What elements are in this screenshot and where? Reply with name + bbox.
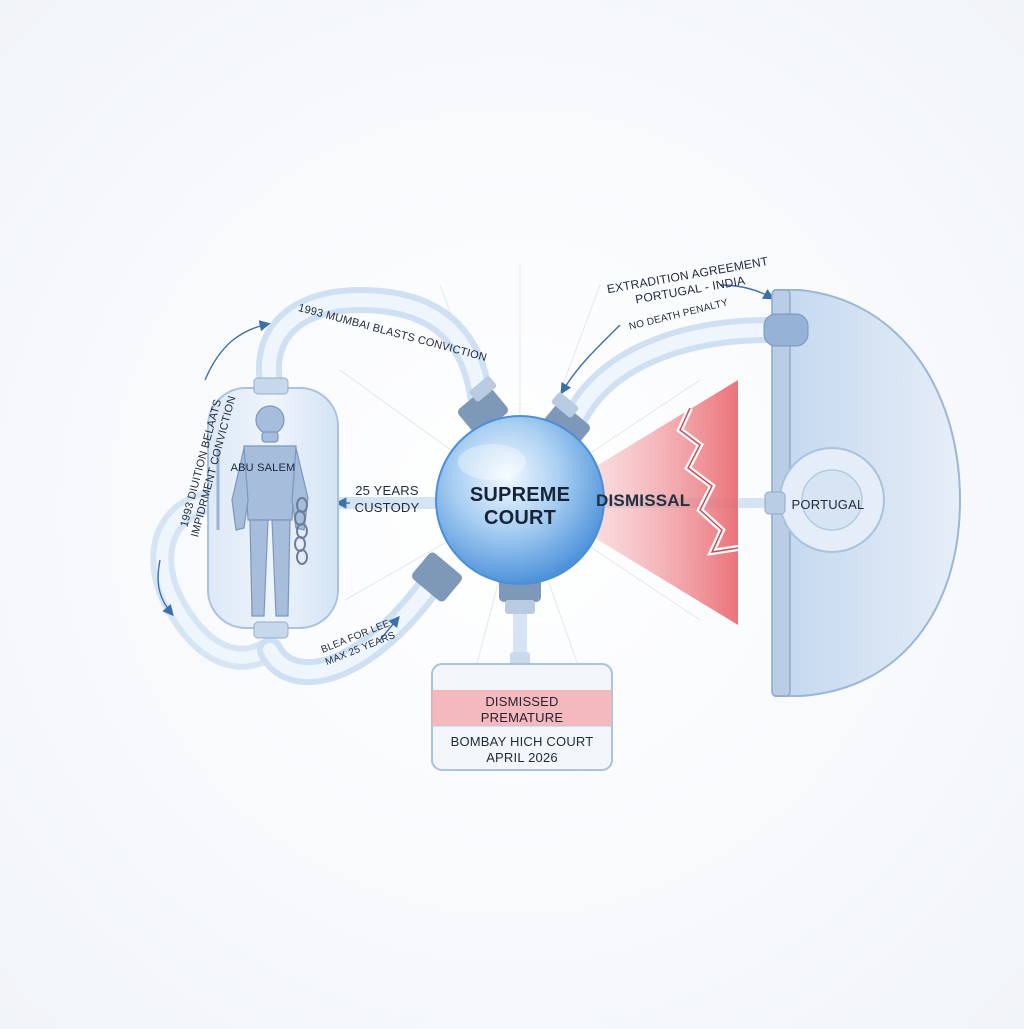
person-capsule bbox=[207, 377, 339, 639]
dismissal-label: DISMISSAL bbox=[596, 491, 691, 510]
hub-title-line2: COURT bbox=[483, 507, 557, 529]
custody-line1: 25 YEARS bbox=[355, 483, 419, 498]
person-figure bbox=[231, 405, 309, 617]
person-name-label: ABU SALEM bbox=[230, 462, 296, 474]
high-court-box bbox=[431, 663, 613, 771]
dismissal-beam bbox=[590, 380, 739, 625]
custody-label: 25 YEARS CUSTODY bbox=[344, 482, 430, 516]
portugal-label: PORTUGAL bbox=[791, 497, 865, 512]
hub-title-line1: SUPREME bbox=[469, 484, 571, 506]
high-court-name-line2: APRIL 2026 bbox=[486, 750, 558, 765]
high-court-status-line2: PREMATURE bbox=[480, 710, 564, 725]
high-court-name: BOMBAY HICH COURT APRIL 2026 bbox=[432, 734, 612, 766]
portugal-panel bbox=[763, 289, 962, 697]
flow-arrows bbox=[157, 284, 775, 641]
high-court-name-line1: BOMBAY HICH COURT bbox=[450, 734, 594, 749]
supreme-court-hub bbox=[435, 415, 605, 585]
hub-title: SUPREME COURT bbox=[455, 484, 585, 530]
chain-icon bbox=[294, 497, 308, 565]
custody-line2: CUSTODY bbox=[354, 500, 420, 515]
tube-network bbox=[150, 286, 785, 686]
high-court-status-line1: DISMISSED bbox=[485, 694, 559, 709]
high-court-status: DISMISSED PREMATURE bbox=[432, 694, 612, 726]
